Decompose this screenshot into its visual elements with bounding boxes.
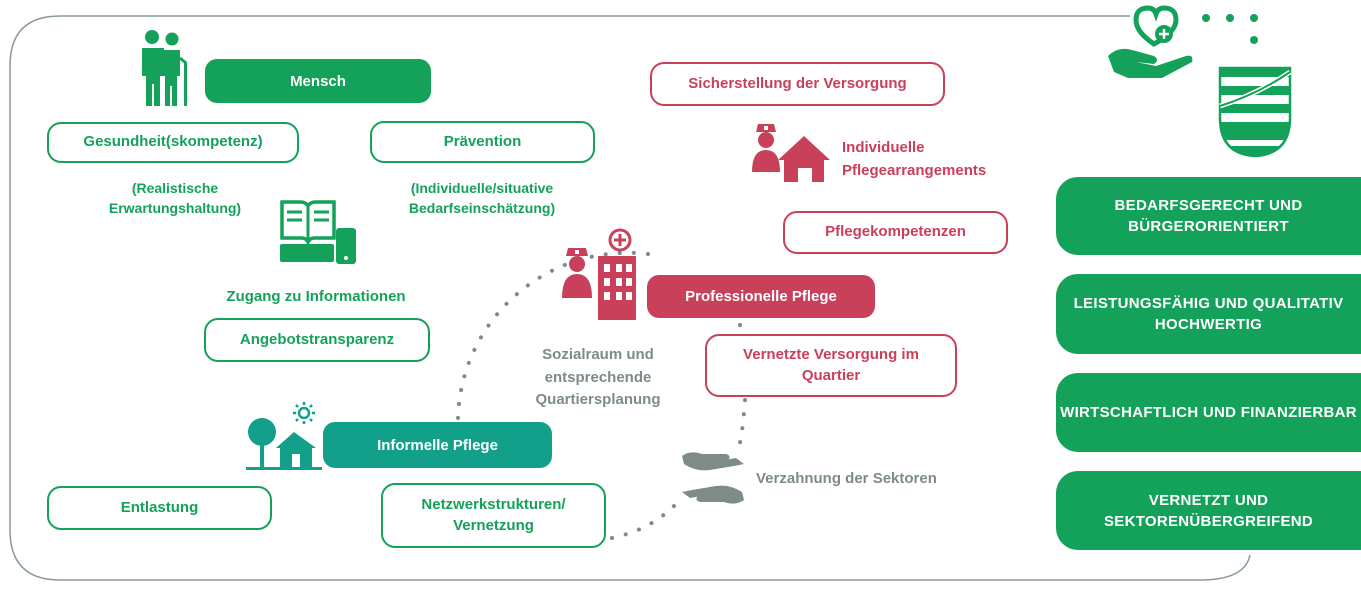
book-devices-icon bbox=[280, 200, 356, 264]
professional-title: Professionelle Pflege bbox=[647, 275, 875, 318]
principle-needs-based: BEDARFSGERECHT UND BÜRGERORIENTIERT bbox=[1056, 177, 1361, 255]
health-box: Gesundheit(skompetenz) bbox=[47, 122, 299, 163]
informal-title: Informelle Pflege bbox=[323, 422, 552, 468]
transparency-box: Angebotstransparenz bbox=[204, 318, 430, 362]
elderly-couple-icon bbox=[142, 30, 187, 106]
coat-of-arms-icon bbox=[1218, 66, 1292, 158]
nurse-hospital-icon bbox=[562, 228, 636, 320]
competences-box: Pflegekompetenzen bbox=[783, 211, 1008, 254]
principle-economic: WIRTSCHAFTLICH UND FINANZIERBAR bbox=[1056, 373, 1361, 452]
network-box: Netzwerkstrukturen/ Vernetzung bbox=[381, 483, 606, 548]
prevention-note: (Individuelle/situative Bedarfseinschätz… bbox=[408, 180, 556, 217]
nurse-house-icon bbox=[752, 124, 830, 182]
networked-care-box: Vernetzte Versorgung im Quartier bbox=[705, 334, 957, 397]
relief-box: Entlastung bbox=[47, 486, 272, 530]
tree-house-sun-icon bbox=[246, 402, 322, 470]
arrangements-label: Individuelle Pflegearrangements bbox=[842, 139, 987, 180]
social-space-label: Sozialraum und entsprechende Quartierspl… bbox=[535, 346, 661, 408]
heart-hand-icon bbox=[1108, 5, 1258, 78]
handshake-icon bbox=[682, 452, 744, 504]
prevention-box: Prävention bbox=[370, 121, 595, 163]
principle-networked: VERNETZT UND SEKTORENÜBERGREIFEND bbox=[1056, 471, 1361, 550]
health-note: (Realistische Erwartungshaltung) bbox=[108, 180, 242, 217]
supply-box: Sicherstellung der Versorgung bbox=[650, 62, 945, 106]
principle-efficient: LEISTUNGSFÄHIG UND QUALITATIV HOCHWERTIG bbox=[1056, 274, 1361, 354]
sectors-label: Verzahnung der Sektoren bbox=[756, 470, 937, 487]
mensch-title: Mensch bbox=[205, 59, 431, 103]
info-access-label: Zugang zu Informationen bbox=[226, 288, 406, 305]
